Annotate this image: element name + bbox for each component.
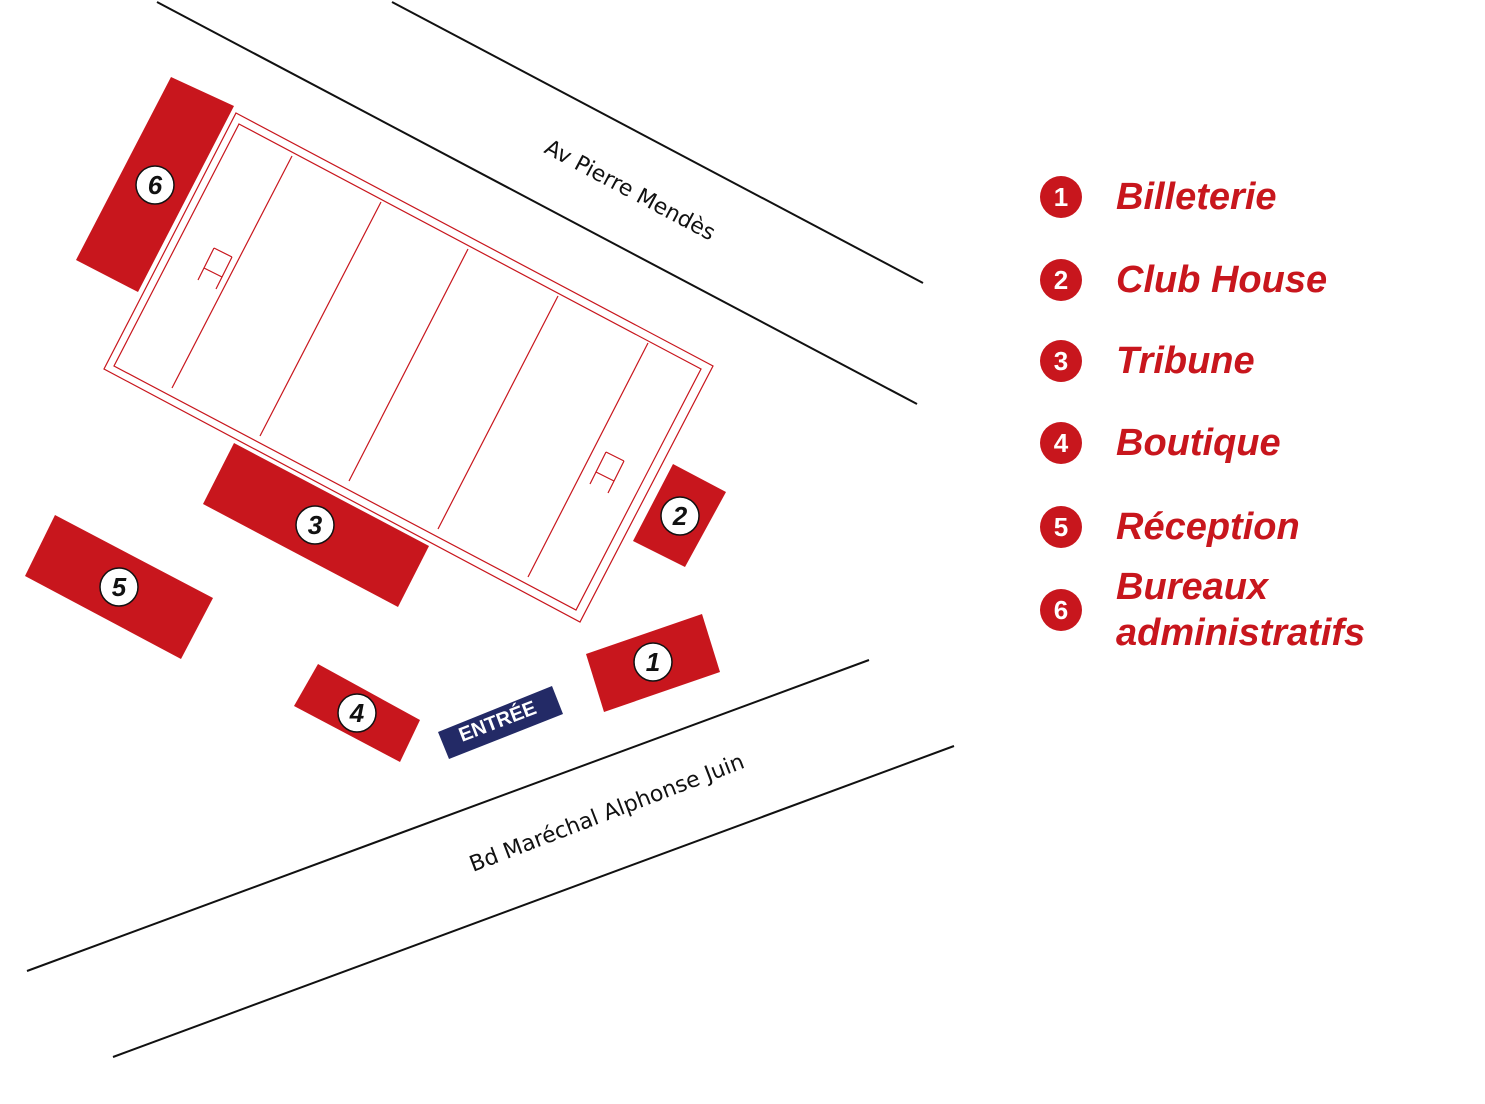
entrance: ENTRÉE bbox=[438, 686, 563, 759]
field-inner-boundary bbox=[113, 123, 702, 611]
legend-label: Club House bbox=[1116, 259, 1328, 301]
legend-item-tribune: 3 Tribune bbox=[1040, 338, 1255, 384]
field-line bbox=[259, 201, 382, 437]
legend-item-reception: 5 Réception bbox=[1040, 504, 1300, 550]
building-4: 4 bbox=[294, 664, 420, 762]
svg-text:6: 6 bbox=[148, 170, 163, 200]
south-street-edge-outer bbox=[112, 745, 955, 1058]
building-6: 6 bbox=[76, 77, 234, 292]
legend-badge: 4 bbox=[1040, 422, 1082, 464]
svg-text:2: 2 bbox=[672, 501, 688, 531]
field-line bbox=[348, 248, 469, 482]
legend-item-bureaux-administratifs: 6 Bureaux administratifs bbox=[1040, 564, 1416, 656]
legend-badge: 3 bbox=[1040, 340, 1082, 382]
legend-label: Réception bbox=[1116, 506, 1300, 548]
legend-label: Boutique bbox=[1116, 422, 1281, 464]
goal-posts-east bbox=[589, 451, 625, 494]
north-street-edge-outer bbox=[391, 1, 924, 284]
legend-badge: 6 bbox=[1040, 589, 1082, 631]
building-2-marker bbox=[660, 496, 700, 536]
svg-text:4: 4 bbox=[349, 698, 365, 728]
svg-text:1: 1 bbox=[646, 647, 660, 677]
svg-text:5: 5 bbox=[112, 572, 127, 602]
south-street-edge-inner bbox=[26, 659, 870, 972]
building-6-marker bbox=[135, 165, 175, 205]
field-line bbox=[171, 155, 293, 389]
field-outer-boundary bbox=[103, 112, 714, 623]
south-street-label: Bd Maréchal Alphonse Juin bbox=[466, 750, 748, 878]
building-3-marker bbox=[295, 505, 335, 545]
legend-badge: 5 bbox=[1040, 506, 1082, 548]
building-2: 2 bbox=[633, 464, 726, 567]
legend-badge: 1 bbox=[1040, 176, 1082, 218]
legend-item-billeterie: 1 Billeterie bbox=[1040, 174, 1277, 220]
north-street-label: Av Pierre Mendès bbox=[540, 135, 719, 246]
goal-posts-west bbox=[197, 247, 233, 290]
field-line bbox=[527, 342, 649, 578]
north-street-edge-inner bbox=[156, 1, 918, 405]
rugby-field bbox=[103, 112, 714, 623]
building-5-marker bbox=[99, 567, 139, 607]
legend-badge: 2 bbox=[1040, 259, 1082, 301]
building-5: 5 bbox=[25, 515, 213, 659]
building-1: 1 bbox=[586, 614, 720, 712]
legend-label: Tribune bbox=[1116, 340, 1255, 382]
svg-text:3: 3 bbox=[308, 510, 323, 540]
field-line bbox=[437, 295, 559, 530]
building-1-marker bbox=[633, 642, 673, 682]
legend-item-club-house: 2 Club House bbox=[1040, 257, 1327, 303]
legend-item-boutique: 4 Boutique bbox=[1040, 420, 1281, 466]
building-3: 3 bbox=[203, 443, 429, 607]
legend-label: Billeterie bbox=[1116, 176, 1277, 218]
building-4-marker bbox=[337, 693, 377, 733]
legend-label: Bureaux administratifs bbox=[1116, 566, 1366, 654]
